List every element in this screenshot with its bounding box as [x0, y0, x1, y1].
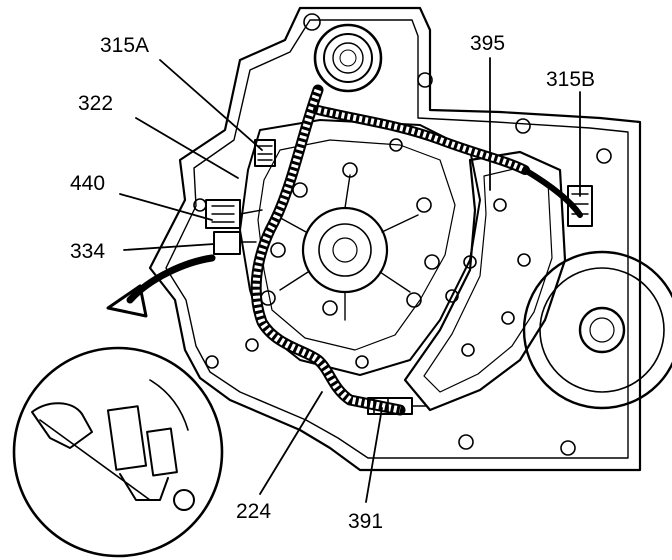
detail-inset [12, 346, 224, 558]
solenoid-connector-left [205, 199, 263, 255]
callout-395: 395 [470, 32, 505, 55]
leader-224 [259, 391, 323, 495]
wiring-harness [250, 84, 583, 416]
leader-lines [119, 57, 581, 503]
leader-322 [135, 117, 239, 179]
callout-391: 391 [348, 510, 383, 533]
callout-315a: 315A [100, 34, 149, 57]
input-shaft-seal [313, 23, 383, 93]
callout-315b: 315B [546, 68, 595, 91]
leader-440 [119, 193, 213, 221]
callout-322: 322 [78, 92, 113, 115]
temperature-sensor [367, 397, 427, 415]
removal-direction-arrow [106, 254, 216, 318]
transmission-case [148, 6, 642, 472]
callout-334: 334 [70, 240, 105, 263]
leader-334 [123, 243, 215, 251]
callout-440: 440 [70, 172, 105, 195]
channel-plate [239, 119, 481, 376]
leader-315a [159, 59, 263, 151]
callout-224: 224 [236, 500, 271, 523]
leader-391 [365, 407, 383, 503]
output-bearing [522, 250, 672, 410]
callout-labels: 315A 322 440 334 395 315B 224 391 [70, 32, 595, 533]
pressure-switch-connector [254, 139, 276, 167]
